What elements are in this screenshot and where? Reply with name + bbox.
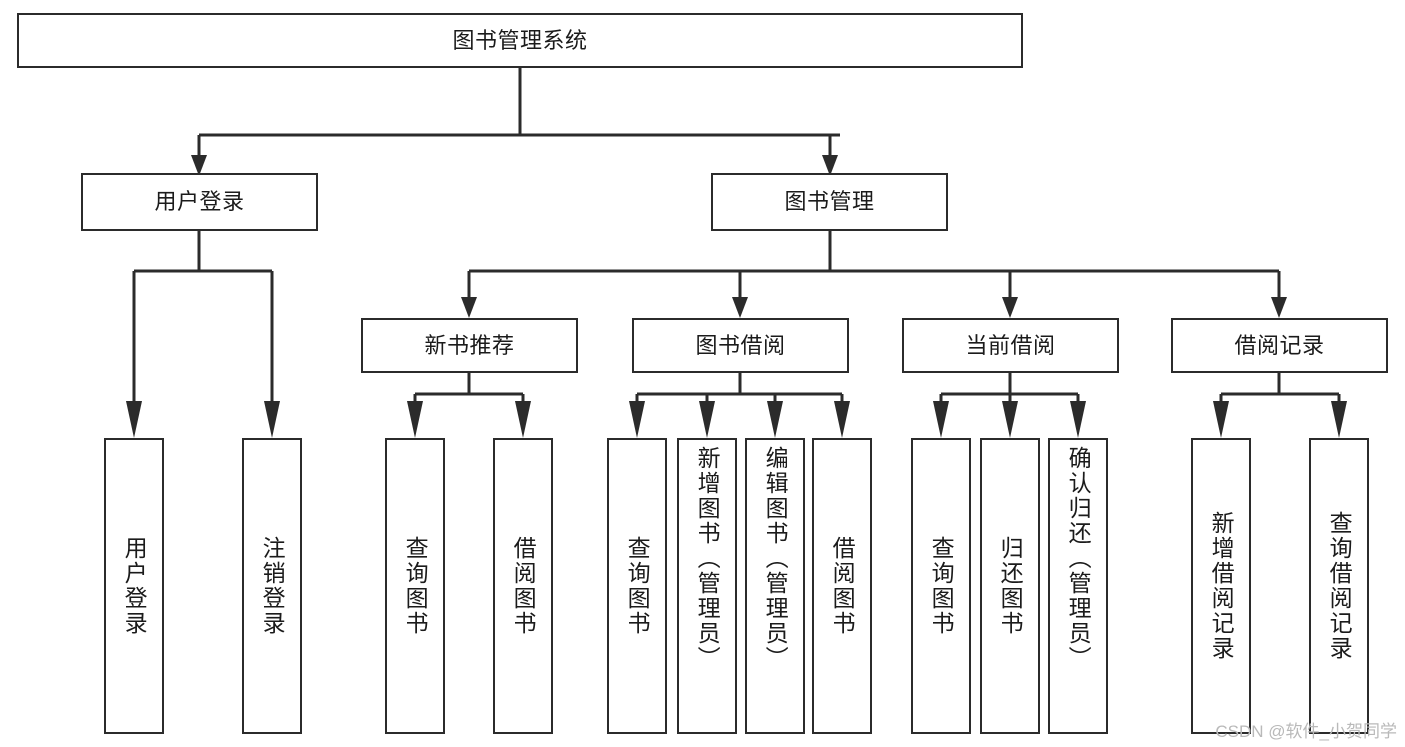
node-new-book-recommend[interactable]: 新书推荐 — [361, 318, 578, 373]
node-label: 确认归还（管理员） — [1065, 446, 1092, 671]
node-label: 新增图书（管理员） — [694, 446, 721, 671]
node-label: 图书管理系统 — [452, 27, 588, 53]
node-label: 新增借阅记录 — [1208, 511, 1235, 661]
node-label: 查询图书 — [928, 536, 955, 636]
node-label: 归还图书 — [997, 536, 1024, 636]
leaf-add-book-admin[interactable]: 新增图书（管理员） — [677, 438, 737, 734]
node-label: 注销登录 — [259, 536, 286, 636]
leaf-query-book-recommend[interactable]: 查询图书 — [385, 438, 445, 734]
node-user-login[interactable]: 用户登录 — [81, 173, 318, 231]
node-label: 查询图书 — [624, 536, 651, 636]
node-label: 编辑图书（管理员） — [762, 446, 789, 671]
node-label: 用户登录 — [154, 189, 245, 215]
node-label: 查询借阅记录 — [1326, 511, 1353, 661]
leaf-borrow-book-recommend[interactable]: 借阅图书 — [493, 438, 553, 734]
leaf-query-borrow-record[interactable]: 查询借阅记录 — [1309, 438, 1369, 734]
node-label: 借阅记录 — [1234, 332, 1325, 358]
leaf-return-book[interactable]: 归还图书 — [980, 438, 1040, 734]
node-label: 图书管理 — [784, 189, 875, 215]
watermark-text: CSDN @软件_小贺同学 — [1215, 722, 1397, 741]
node-label: 查询图书 — [402, 536, 429, 636]
leaf-query-book-borrow[interactable]: 查询图书 — [607, 438, 667, 734]
node-label: 借阅图书 — [829, 536, 856, 636]
node-label: 用户登录 — [121, 536, 148, 636]
node-current-borrow[interactable]: 当前借阅 — [902, 318, 1119, 373]
leaf-user-login[interactable]: 用户登录 — [104, 438, 164, 734]
node-root-book-management-system[interactable]: 图书管理系统 — [17, 13, 1023, 68]
leaf-query-book-current[interactable]: 查询图书 — [911, 438, 971, 734]
leaf-confirm-return-admin[interactable]: 确认归还（管理员） — [1048, 438, 1108, 734]
node-label: 新书推荐 — [424, 332, 515, 358]
leaf-logout-login[interactable]: 注销登录 — [242, 438, 302, 734]
leaf-edit-book-admin[interactable]: 编辑图书（管理员） — [745, 438, 805, 734]
leaf-borrow-book[interactable]: 借阅图书 — [812, 438, 872, 734]
node-book-borrow[interactable]: 图书借阅 — [632, 318, 849, 373]
node-borrow-record[interactable]: 借阅记录 — [1171, 318, 1388, 373]
node-label: 图书借阅 — [695, 332, 786, 358]
node-label: 当前借阅 — [965, 332, 1056, 358]
node-book-management[interactable]: 图书管理 — [711, 173, 948, 231]
node-label: 借阅图书 — [510, 536, 537, 636]
leaf-add-borrow-record[interactable]: 新增借阅记录 — [1191, 438, 1251, 734]
